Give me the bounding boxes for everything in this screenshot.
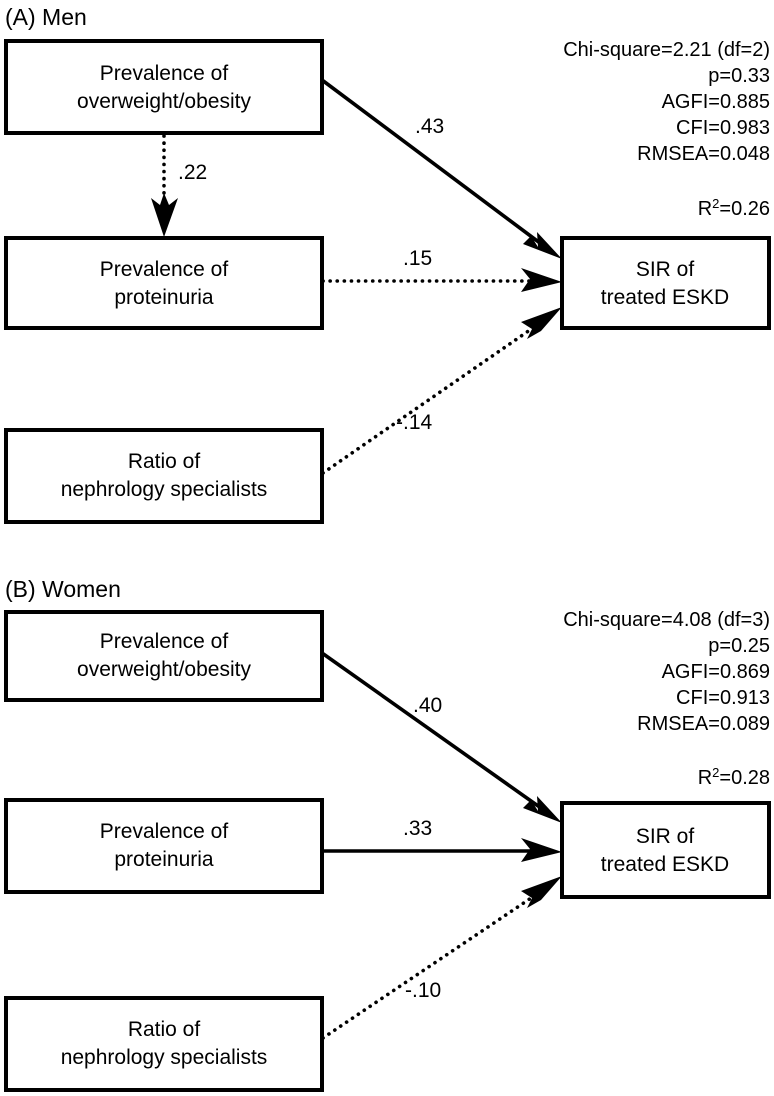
box-b-nephrology-line2: nephrology specialists: [61, 1046, 268, 1069]
panel-a-men: (A) Men Prevalence of overweight/obesity…: [4, 4, 771, 524]
box-a-proteinuria: Prevalence of proteinuria: [4, 236, 324, 330]
box-a-outcome-line1: SIR of: [636, 258, 695, 281]
box-a-proteinuria-rect: [4, 236, 324, 330]
path-a-overweight-to-proteinuria-arrowhead: [151, 193, 178, 237]
panel-a-chi-square: Chi-square=2.21 (df=2): [563, 39, 770, 61]
path-a-proteinuria-to-outcome-label: .15: [403, 247, 432, 270]
path-b-proteinuria-to-outcome-arrowhead: [521, 838, 562, 862]
box-a-nephrology-line1: Ratio of: [128, 450, 201, 473]
box-a-overweight: Prevalence of overweight/obesity: [4, 39, 324, 135]
panel-a-cfi: CFI=0.983: [676, 117, 770, 139]
box-b-outcome-rect: [560, 801, 771, 899]
box-b-nephrology-line1: Ratio of: [128, 1018, 201, 1041]
path-a-nephrology-to-outcome: -.14: [321, 307, 562, 475]
path-a-overweight-to-outcome-arrowhead: [523, 232, 562, 259]
box-a-overweight-line1: Prevalence of: [100, 62, 229, 85]
panel-a-agfi: AGFI=0.885: [662, 91, 770, 113]
path-a-proteinuria-to-outcome-arrowhead: [521, 268, 562, 292]
panel-b-r-squared-value: =0.28: [719, 767, 770, 789]
box-b-outcome: SIR of treated ESKD: [560, 801, 771, 899]
path-a-overweight-to-proteinuria: .22: [151, 134, 207, 237]
panel-b-r-squared: R2=0.28: [698, 765, 770, 789]
box-a-overweight-line2: overweight/obesity: [77, 90, 251, 113]
path-b-overweight-to-outcome: .40: [320, 651, 562, 823]
panel-b-women: (B) Women Prevalence of overweight/obesi…: [4, 576, 771, 1092]
panel-a-label: (A) Men: [5, 4, 87, 30]
panel-b-r-squared-prefix: R: [698, 767, 712, 789]
box-a-nephrology: Ratio of nephrology specialists: [4, 428, 324, 524]
box-b-outcome-line2: treated ESKD: [601, 853, 729, 876]
box-b-overweight: Prevalence of overweight/obesity: [4, 610, 324, 702]
panel-a-r-squared: R2=0.26: [698, 196, 770, 220]
box-b-overweight-line1: Prevalence of: [100, 630, 229, 653]
path-b-nephrology-to-outcome-arrowhead: [521, 876, 562, 908]
box-b-proteinuria-line1: Prevalence of: [100, 820, 229, 843]
box-b-nephrology-rect: [4, 996, 324, 1092]
box-a-proteinuria-line1: Prevalence of: [100, 258, 229, 281]
path-b-nephrology-to-outcome-label: -.10: [405, 979, 441, 1002]
box-b-overweight-line2: overweight/obesity: [77, 658, 251, 681]
path-a-nephrology-to-outcome-line: [321, 321, 542, 475]
box-a-outcome: SIR of treated ESKD: [560, 236, 771, 330]
panel-a-r-squared-sup: 2: [712, 196, 719, 211]
box-b-nephrology: Ratio of nephrology specialists: [4, 996, 324, 1092]
path-b-proteinuria-to-outcome: .33: [323, 817, 562, 862]
panel-a-fit-statistics: Chi-square=2.21 (df=2) p=0.33 AGFI=0.885…: [563, 39, 770, 220]
box-b-proteinuria-rect: [4, 798, 324, 894]
path-a-overweight-to-outcome-label: .43: [415, 115, 444, 138]
path-b-overweight-to-outcome-line: [320, 651, 550, 815]
path-b-proteinuria-to-outcome-label: .33: [403, 817, 432, 840]
panel-b-label: (B) Women: [5, 576, 121, 602]
path-b-overweight-to-outcome-label: .40: [413, 694, 442, 717]
path-b-overweight-to-outcome-arrowhead: [523, 796, 562, 823]
box-a-nephrology-line2: nephrology specialists: [61, 478, 268, 501]
panel-b-r-squared-sup: 2: [712, 765, 719, 780]
path-b-nephrology-to-outcome-line: [321, 890, 542, 1040]
path-a-nephrology-to-outcome-arrowhead: [521, 307, 562, 339]
box-a-overweight-rect: [4, 39, 324, 135]
panel-a-rmsea: RMSEA=0.048: [637, 143, 770, 165]
path-a-proteinuria-to-outcome: .15: [321, 247, 562, 292]
box-a-proteinuria-line2: proteinuria: [114, 286, 214, 309]
box-b-overweight-rect: [4, 610, 324, 702]
box-a-outcome-line2: treated ESKD: [601, 286, 729, 309]
box-b-proteinuria: Prevalence of proteinuria: [4, 798, 324, 894]
panel-b-agfi: AGFI=0.869: [662, 661, 770, 683]
path-a-overweight-to-outcome-line: [320, 78, 550, 251]
panel-a-p-value: p=0.33: [708, 65, 770, 87]
path-a-overweight-to-proteinuria-label: .22: [178, 161, 207, 184]
box-b-proteinuria-line2: proteinuria: [114, 848, 214, 871]
panel-a-r-squared-value: =0.26: [719, 198, 770, 220]
path-a-nephrology-to-outcome-label: -.14: [396, 411, 433, 434]
panel-b-chi-square: Chi-square=4.08 (df=3): [563, 609, 770, 631]
panel-b-fit-statistics: Chi-square=4.08 (df=3) p=0.25 AGFI=0.869…: [563, 609, 770, 789]
box-a-outcome-rect: [560, 236, 771, 330]
panel-a-r-squared-prefix: R: [698, 198, 712, 220]
path-a-overweight-to-outcome: .43: [320, 78, 562, 259]
box-b-outcome-line1: SIR of: [636, 825, 695, 848]
panel-b-rmsea: RMSEA=0.089: [637, 713, 770, 735]
panel-b-p-value: p=0.25: [708, 635, 770, 657]
path-b-nephrology-to-outcome: -.10: [321, 876, 562, 1040]
box-a-nephrology-rect: [4, 428, 324, 524]
panel-b-cfi: CFI=0.913: [676, 687, 770, 709]
